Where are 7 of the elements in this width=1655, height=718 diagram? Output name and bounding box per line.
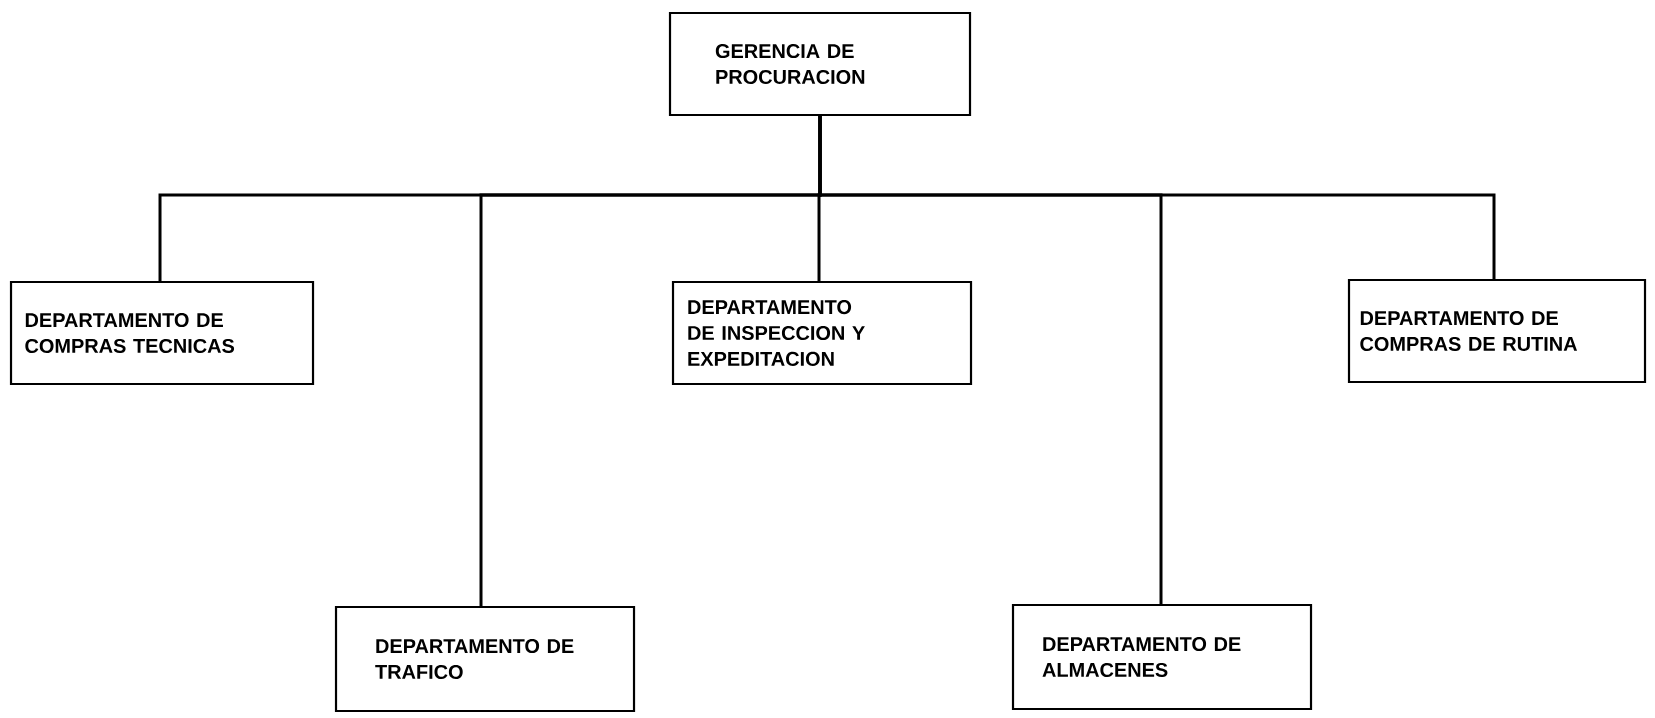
department-box: DEPARTAMENTO DE INSPECCION Y EXPEDITACION [671,280,973,386]
department-box: DEPARTAMENTO DE COMPRAS DE RUTINA [1347,278,1647,384]
connector-line [818,116,1496,279]
department-box: DEPARTAMENTO DE COMPRAS TECNICAS [9,280,315,386]
department-box: DEPARTAMENTO DE ALMACENES [1011,603,1313,711]
department-box: DEPARTAMENTO DE TRAFICO [334,605,636,713]
department-box: GERENCIA DE PROCURACION [668,11,972,117]
